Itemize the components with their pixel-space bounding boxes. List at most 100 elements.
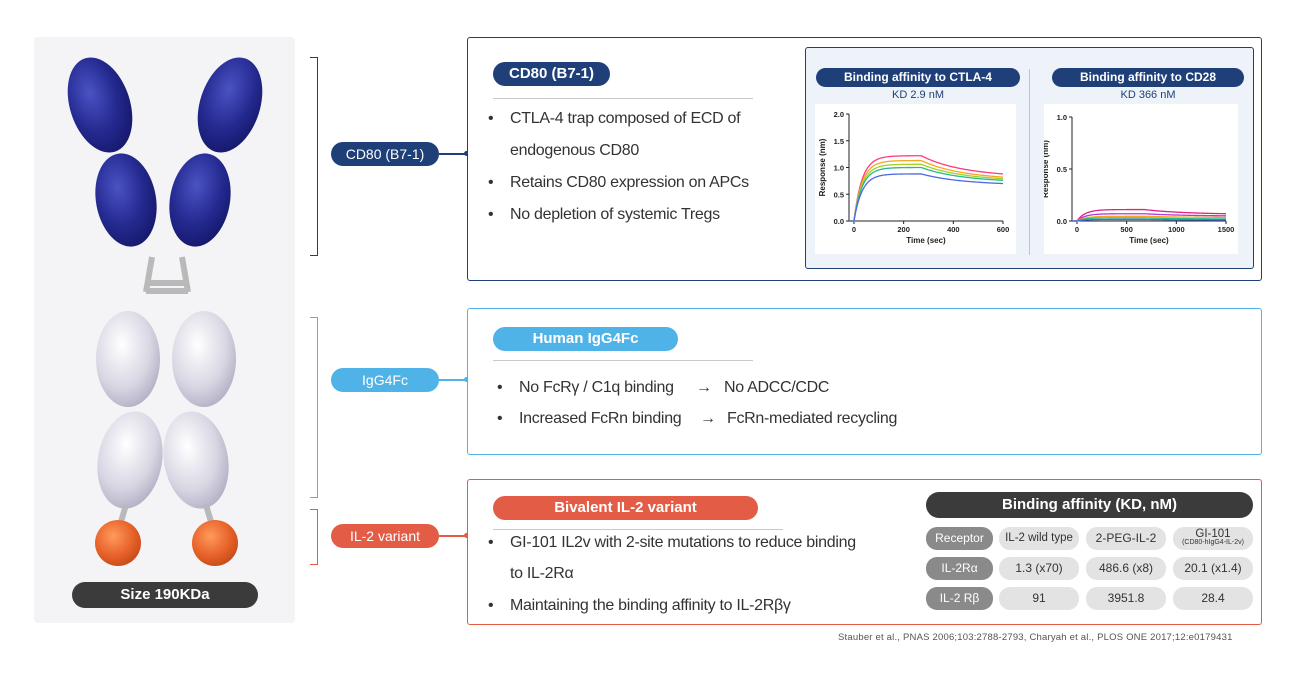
y-tick-label: 2.0: [834, 110, 844, 119]
affinity-header-gi101: GI-101 (CD80-hIgG4-IL-2v): [1173, 527, 1253, 550]
fc-box-title: Human IgG4Fc: [493, 327, 678, 351]
cd80-connector: [439, 153, 466, 155]
il2-bullet-1: •GI-101 IL2v with 2-site mutations to re…: [488, 534, 856, 551]
cd80-domain-right-inner: [169, 153, 231, 247]
fc-domain-left-upper: [96, 311, 160, 407]
il2-bracket: [310, 509, 318, 565]
x-axis-label: Time (sec): [1129, 236, 1169, 245]
cd80-box-title: CD80 (B7-1): [493, 62, 610, 86]
affinity-row-rb-receptor: IL-2 Rβ: [926, 587, 993, 610]
gi101-label: GI-101: [1195, 528, 1231, 540]
chart-ctla4-kd: KD 2.9 nM: [892, 89, 944, 101]
cd80-bullet-3: •No depletion of systemic Tregs: [488, 206, 720, 223]
series-line: [849, 163, 1004, 222]
affinity-cell: 3951.8: [1086, 587, 1166, 610]
il2-domain-left: [95, 520, 141, 566]
affinity-header-wildtype: IL-2 wild type: [999, 527, 1079, 550]
antibody-illustration: [67, 57, 263, 566]
x-tick-label: 1500: [1218, 225, 1235, 234]
x-tick-label: 200: [897, 225, 910, 234]
il2-connector: [439, 535, 466, 537]
charts-divider: [1029, 69, 1030, 255]
gi101-sublabel: (CD80-hIgG4-IL-2v): [1182, 539, 1244, 546]
y-tick-label: 0.5: [1057, 165, 1067, 174]
igg4fc-connector: [439, 379, 466, 381]
affinity-cell: 28.4: [1173, 587, 1253, 610]
affinity-cell: 91: [999, 587, 1079, 610]
affinity-header-peg: 2-PEG-IL-2: [1086, 527, 1166, 550]
il2-section-label: IL-2 variant: [331, 524, 439, 548]
il2-box-title: Bivalent IL-2 variant: [493, 496, 758, 520]
cd80-section-label: CD80 (B7-1): [331, 142, 439, 166]
fc-row-2: •Increased FcRn binding: [497, 410, 682, 427]
chart-cd28-title: Binding affinity to CD28: [1052, 68, 1244, 87]
y-tick-label: 1.0: [1057, 113, 1067, 122]
igg4fc-section-label: IgG4Fc: [331, 368, 439, 392]
fc-row-1-result: No ADCC/CDC: [724, 379, 830, 396]
il2-bullet-1-cont: to IL-2Rα: [510, 565, 574, 582]
affinity-table-title: Binding affinity (KD, nM): [926, 492, 1253, 518]
affinity-cell: 20.1 (x1.4): [1173, 557, 1253, 580]
fc-row-1: •No FcRγ / C1q binding: [497, 379, 674, 396]
x-tick-label: 600: [997, 225, 1010, 234]
cd80-box-divider: [493, 98, 753, 99]
cd80-bracket: [310, 57, 318, 256]
y-tick-label: 0.0: [1057, 217, 1067, 226]
affinity-row-ra-receptor: IL-2Rα: [926, 557, 993, 580]
x-tick-label: 400: [947, 225, 960, 234]
cd80-connector-dot: [464, 151, 469, 156]
citation: Stauber et al., PNAS 2006;103:2788-2793,…: [838, 632, 1233, 643]
cd80-bullet-1: •CTLA-4 trap composed of ECD of: [488, 110, 741, 127]
fc-domain-right-upper: [172, 311, 236, 407]
fc-domain-right-lower: [163, 411, 229, 509]
hinge: [143, 256, 191, 294]
fc-row-2-result: FcRn-mediated recycling: [727, 410, 898, 427]
il2-bullet-2: •Maintaining the binding affinity to IL-…: [488, 597, 791, 614]
cd80-domain-right-outer: [197, 57, 263, 153]
y-tick-label: 0.5: [834, 190, 844, 199]
y-tick-label: 1.0: [834, 164, 844, 173]
fc-row-1-arrow: →: [696, 379, 712, 396]
series-line: [849, 155, 1004, 222]
cd80-bullet-2: •Retains CD80 expression on APCs: [488, 174, 749, 191]
series-line: [1072, 217, 1226, 222]
series-line: [1072, 208, 1227, 222]
x-tick-label: 1000: [1168, 225, 1185, 234]
y-tick-label: 1.5: [834, 137, 844, 146]
x-tick-label: 0: [1075, 225, 1079, 234]
x-tick-label: 0: [852, 225, 856, 234]
fc-row-2-arrow: →: [700, 410, 716, 427]
series-line: [849, 173, 1004, 222]
size-badge: Size 190KDa: [72, 582, 258, 608]
cd80-domain-left-outer: [67, 57, 133, 153]
series-line: [1072, 215, 1226, 222]
affinity-cell: 1.3 (x70): [999, 557, 1079, 580]
cd80-domain-left-inner: [95, 153, 157, 247]
y-axis-label: Response (nm): [818, 138, 827, 196]
igg4fc-connector-dot: [464, 377, 469, 382]
affinity-header-receptor: Receptor: [926, 527, 993, 550]
y-axis-label: Response (nm): [1044, 140, 1050, 198]
x-tick-label: 500: [1120, 225, 1133, 234]
x-axis-label: Time (sec): [906, 236, 946, 245]
series-line: [849, 159, 1004, 222]
cd80-bullet-1-cont: endogenous CD80: [510, 142, 639, 159]
chart-ctla4-title: Binding affinity to CTLA-4: [816, 68, 1020, 87]
fc-domain-left-lower: [97, 411, 163, 509]
y-tick-label: 0.0: [834, 217, 844, 226]
chart-cd28-kd: KD 366 nM: [1120, 89, 1176, 101]
series-line: [1072, 213, 1227, 222]
affinity-cell: 486.6 (x8): [1086, 557, 1166, 580]
il2-connector-dot: [464, 533, 469, 538]
igg4fc-bracket: [310, 317, 318, 498]
il2-domain-right: [192, 520, 238, 566]
fc-box-divider: [493, 360, 753, 361]
il2-box-divider: [493, 529, 783, 530]
series-line: [849, 166, 1004, 222]
molecule-panel: [34, 37, 295, 623]
series-line: [1072, 218, 1226, 222]
